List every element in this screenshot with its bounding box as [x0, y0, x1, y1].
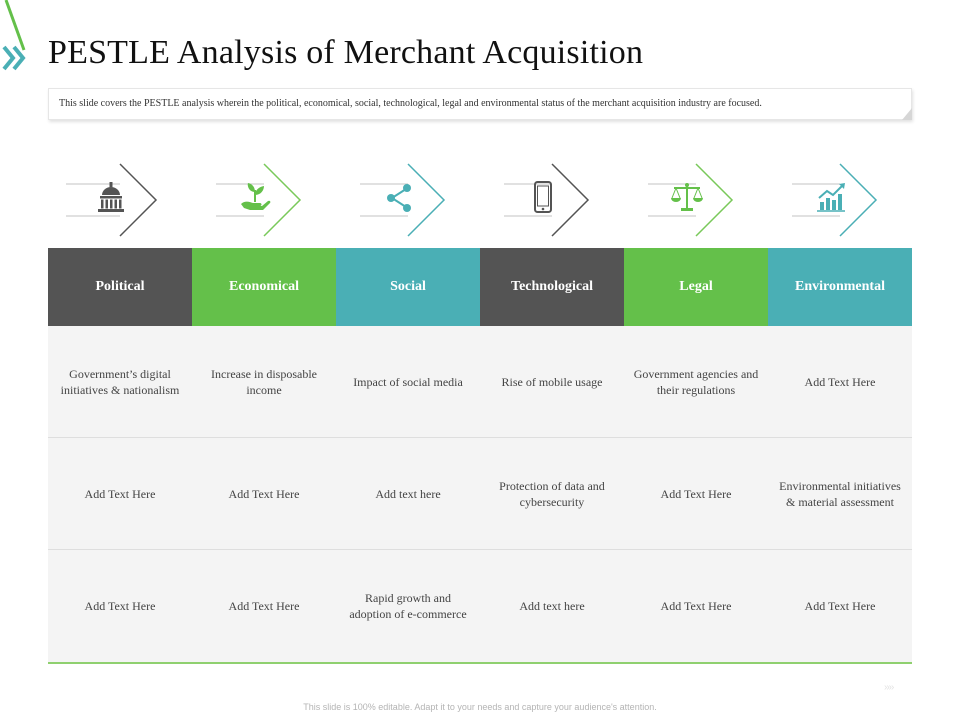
table-cell: Add Text Here [228, 599, 300, 613]
footer-chevron-mark: ›››› [884, 682, 894, 693]
header-social: Social [336, 248, 480, 326]
table-cell: Add Text Here [228, 486, 300, 501]
table-row: Add Text Here Add Text Here Add text her… [48, 438, 912, 550]
icon-cell-social [336, 160, 480, 240]
footer-note: This slide is 100% editable. Adapt it to… [303, 702, 657, 712]
arrow-shape [504, 163, 590, 237]
icon-cell-legal [624, 160, 768, 240]
table-cell: Add Text Here [804, 374, 876, 389]
icon-cell-environmental [768, 160, 912, 240]
plant-in-hand-icon [241, 183, 271, 210]
mobile-phone-icon [534, 181, 552, 213]
icon-cell-economical [192, 160, 336, 240]
share-network-icon [387, 184, 411, 212]
page-title: PESTLE Analysis of Merchant Acquisition [48, 34, 644, 71]
scales-of-justice-icon [671, 183, 703, 211]
table-cell: Government’s digital initiatives & natio… [60, 366, 180, 397]
table-cell: Protection of data and cybersecurity [499, 478, 605, 509]
header-environmental: Environmental [768, 248, 912, 326]
decorative-slash [4, 0, 26, 51]
table-cell: Add Text Here [660, 486, 732, 501]
icon-cell-technological [480, 160, 624, 240]
header-row: Political Economical Social Technologica… [48, 248, 912, 326]
arrow-shape [216, 163, 302, 237]
header-technological: Technological [480, 248, 624, 326]
table-cell: Rapid growth and adoption of e-commerce [349, 591, 467, 621]
description-corner [902, 108, 912, 120]
header-economical: Economical [192, 248, 336, 326]
table-cell: Add Text Here [660, 599, 732, 613]
icon-cell-political [48, 160, 192, 240]
arrow-shape [360, 163, 446, 237]
growth-chart-icon [817, 183, 845, 212]
header-political: Political [48, 248, 192, 326]
table-cell: Add Text Here [84, 599, 156, 613]
table-cell: Add Text Here [804, 599, 876, 613]
description-box: This slide covers the PESTLE analysis wh… [48, 88, 912, 120]
table-row: Government’s digital initiatives & natio… [48, 326, 912, 438]
table-cell: Impact of social media [353, 374, 463, 389]
description-text: This slide covers the PESTLE analysis wh… [59, 98, 762, 109]
capitol-building-icon [98, 182, 124, 212]
table-cell: Government agencies and their regulation… [633, 366, 759, 397]
table-cell: Rise of mobile usage [501, 374, 603, 389]
header-legal: Legal [624, 248, 768, 326]
arrow-shape [792, 163, 878, 237]
chevron-right-icon [2, 45, 26, 71]
table-cell: Add Text Here [84, 486, 156, 501]
table-cell: Add text here [375, 486, 441, 501]
icon-row [48, 160, 912, 240]
table-row: Add Text Here Add Text Here Rapid growth… [48, 550, 912, 664]
table-cell: Add text here [519, 599, 585, 613]
pestle-table: Political Economical Social Technologica… [48, 248, 912, 664]
table-cell: Increase in disposable income [211, 366, 317, 397]
table-cell: Environmental initiatives & material ass… [779, 478, 901, 509]
